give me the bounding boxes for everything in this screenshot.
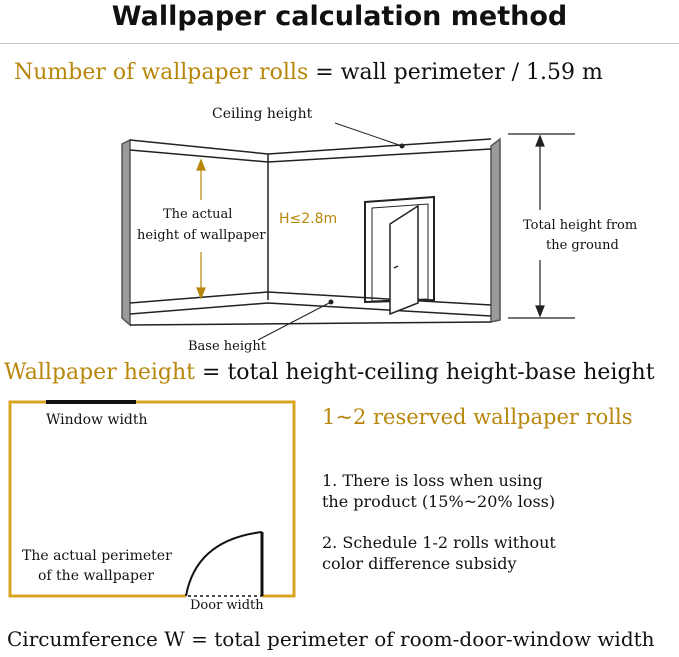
- base-pointer-line: [257, 301, 332, 341]
- total-height-label-2: the ground: [546, 238, 619, 253]
- height-limit-label: H≤2.8m: [279, 211, 338, 227]
- height-formula: Wallpaper height = total height-ceiling …: [4, 360, 655, 385]
- total-height-label-1: Total height from: [523, 218, 638, 233]
- rolls-formula-lhs: Number of wallpaper rolls: [14, 60, 309, 85]
- floor-line: [129, 321, 492, 326]
- door-frame-inner: [371, 203, 429, 302]
- base-line-bottom: [129, 302, 492, 317]
- actual-height-label-1: The actual: [163, 207, 233, 222]
- door-swing-arc: [185, 531, 263, 597]
- note-1-line-1: 1. There is loss when using: [322, 471, 543, 490]
- plan-border: [8, 400, 296, 598]
- door-frame-outer: [364, 195, 435, 304]
- base-height-label: Base height: [188, 339, 266, 354]
- page-title: Wallpaper calculation method: [111, 1, 568, 32]
- actual-height-label-2: height of wallpaper: [137, 228, 266, 243]
- open-door: [389, 204, 419, 316]
- title-divider: [0, 43, 679, 44]
- rolls-formula-rhs: = wall perimeter / 1.59 m: [308, 60, 603, 85]
- ceiling-pointer-line: [334, 122, 403, 147]
- door-width-label: Door width: [190, 598, 264, 613]
- note-2-line-2: color difference subsidy: [322, 554, 517, 573]
- height-formula-lhs: Wallpaper height: [4, 360, 196, 385]
- room-diagram: [121, 137, 501, 327]
- perimeter-label-1: The actual perimeter: [22, 548, 172, 564]
- reserved-heading: 1~2 reserved wallpaper rolls: [322, 405, 633, 429]
- ceiling-pointer-dot: [399, 143, 405, 149]
- base-pointer-dot: [328, 299, 334, 305]
- note-1-line-2: the product (15%~20% loss): [322, 492, 556, 511]
- actual-height-arrow: [196, 158, 206, 300]
- window-width-label: Window width: [46, 412, 148, 428]
- ceiling-height-label: Ceiling height: [212, 106, 313, 122]
- circumference-formula: Circumference W = total perimeter of roo…: [7, 627, 655, 651]
- perimeter-label-2: of the wallpaper: [38, 568, 154, 584]
- door-handle: [393, 265, 399, 269]
- height-formula-rhs: = total height-ceiling height-base heigh…: [195, 360, 655, 385]
- floor-plan: [8, 400, 296, 598]
- left-wall-edge: [121, 138, 131, 327]
- note-2-line-1: 2. Schedule 1-2 rolls without: [322, 533, 556, 552]
- rolls-formula: Number of wallpaper rolls = wall perimet…: [14, 60, 603, 85]
- right-wall-edge: [490, 137, 501, 323]
- base-line-top: [129, 291, 492, 306]
- total-height-arrow: [508, 133, 575, 319]
